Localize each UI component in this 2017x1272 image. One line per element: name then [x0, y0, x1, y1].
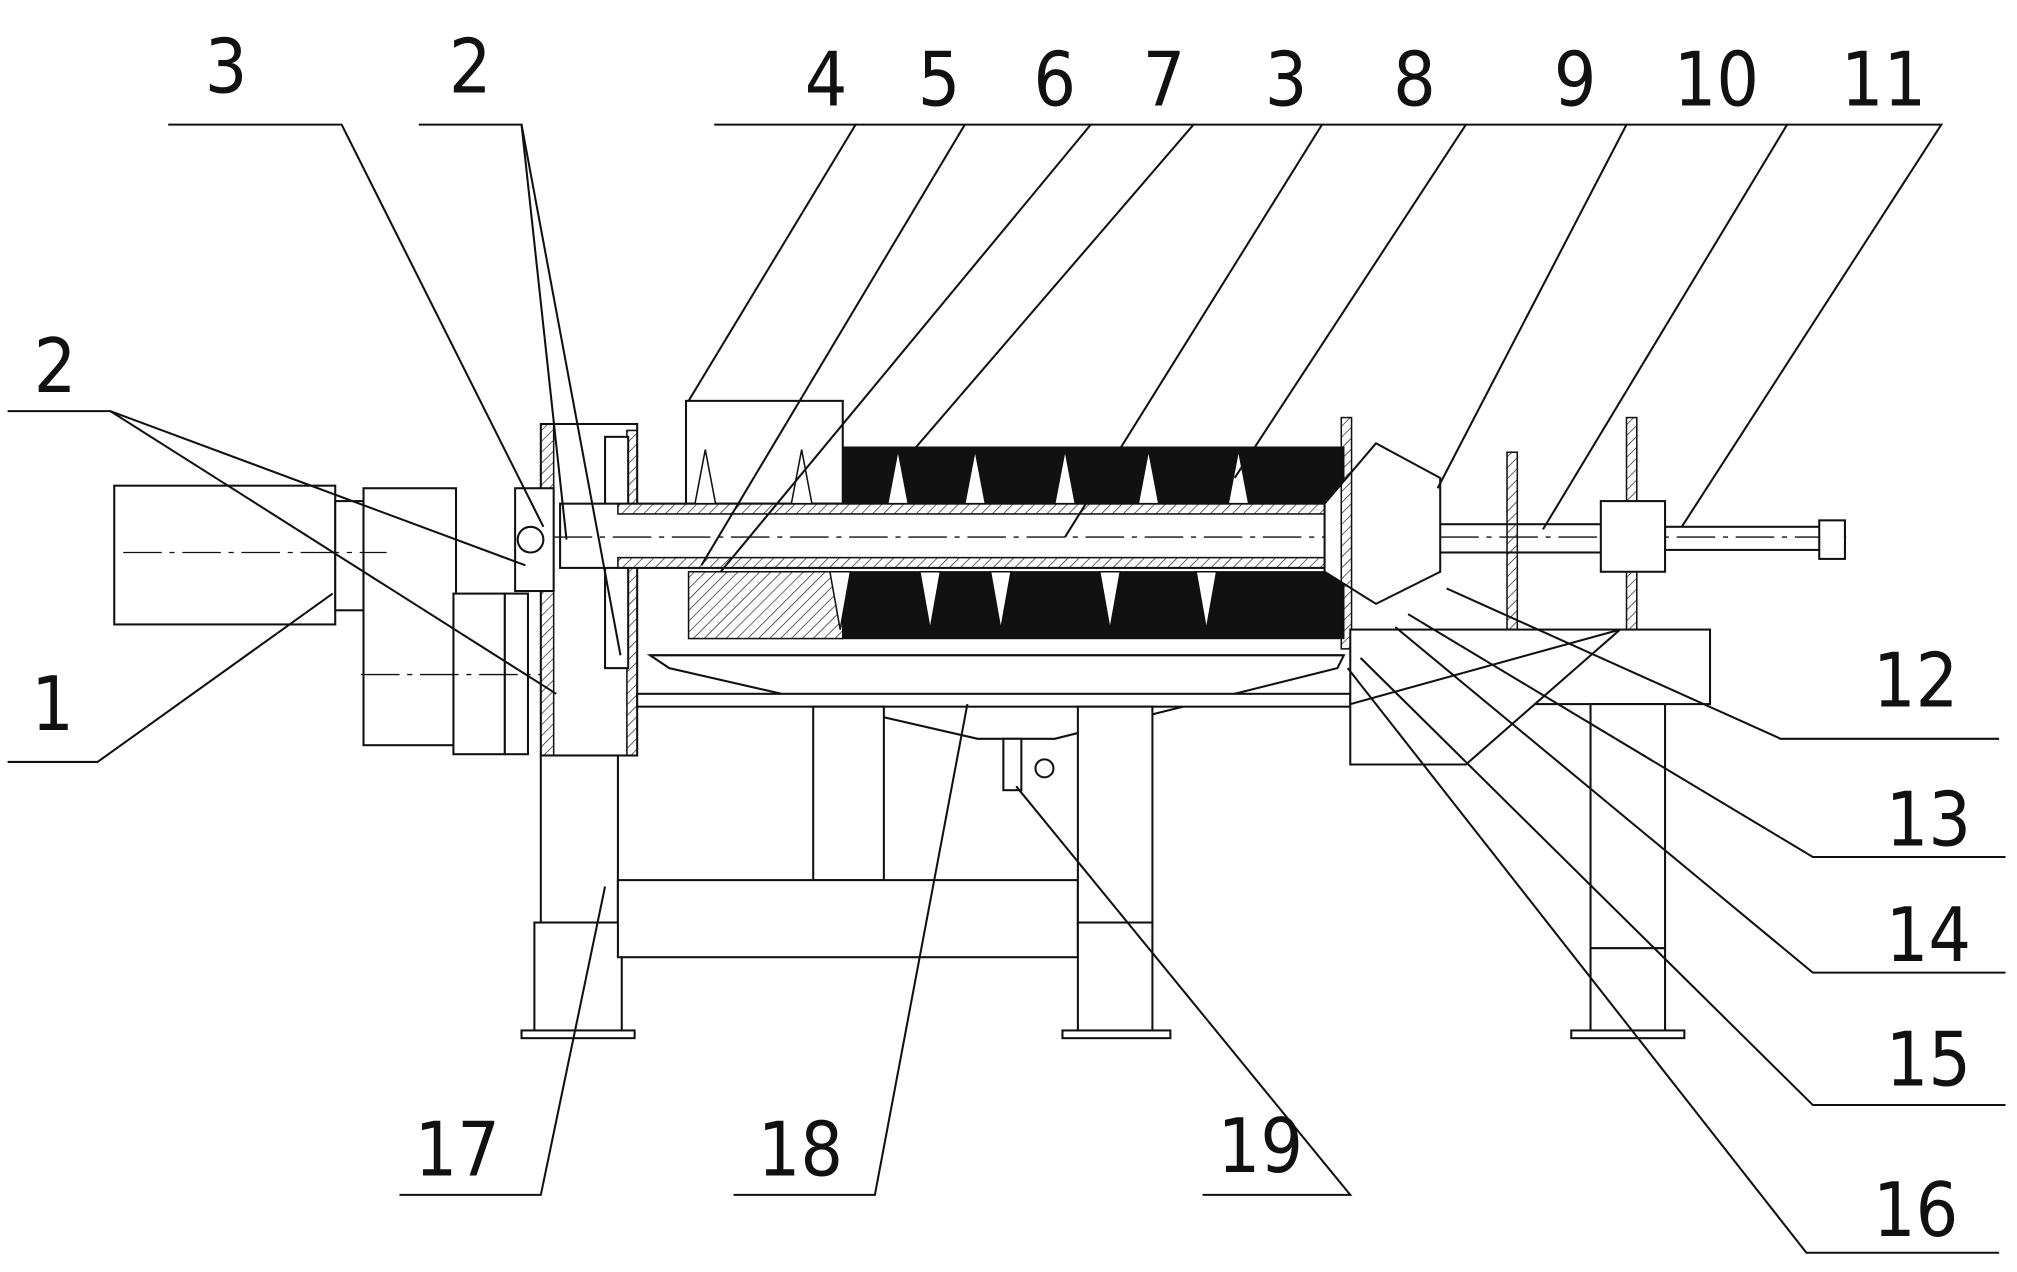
label-1: 1	[31, 661, 74, 748]
label-10: 10	[1674, 36, 1759, 123]
label-16: 16	[1873, 1167, 1958, 1254]
label-12: 12	[1873, 638, 1958, 725]
label-11: 11	[1841, 36, 1926, 123]
collecting-trough	[650, 655, 1344, 790]
label-18: 18	[758, 1107, 843, 1194]
label-9: 9	[1554, 36, 1597, 123]
label-8: 8	[1393, 36, 1436, 123]
label-3a: 3	[205, 24, 248, 111]
label-4: 4	[805, 36, 848, 123]
label-6: 6	[1033, 36, 1076, 123]
label-19: 19	[1218, 1103, 1303, 1190]
label-5: 5	[918, 36, 961, 123]
label-7: 7	[1143, 36, 1186, 123]
label-17: 17	[415, 1107, 500, 1194]
label-13: 13	[1886, 776, 1971, 863]
label-14: 14	[1886, 892, 1971, 979]
label-2b: 2	[34, 323, 77, 410]
motor	[114, 486, 541, 755]
label-3b: 3	[1265, 36, 1308, 123]
label-2a: 2	[449, 24, 492, 111]
label-15: 15	[1886, 1017, 1971, 1104]
